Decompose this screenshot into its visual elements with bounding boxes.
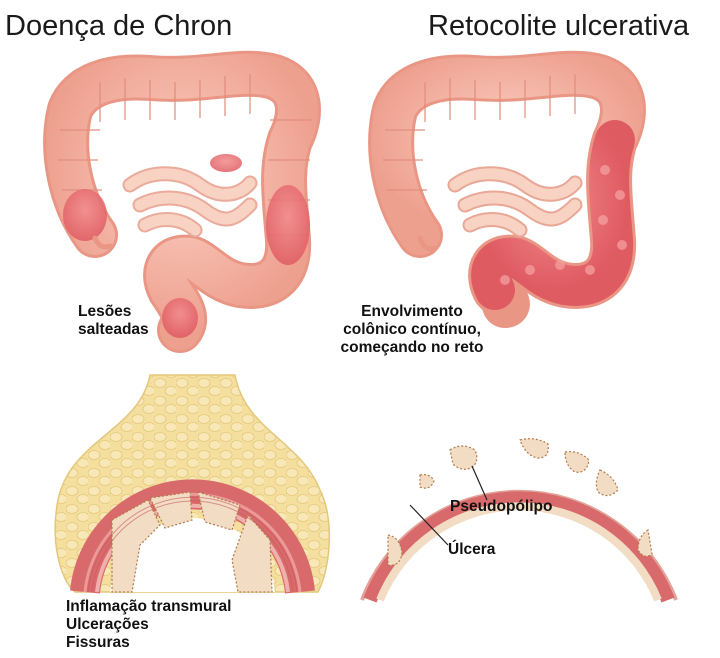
label-pseudopolyp: Pseudopólipo [450,498,552,516]
crohn-cross-section [55,375,329,592]
crohn-colon [58,74,312,338]
uc-colon [383,74,627,305]
label-line: Envolvimento [312,303,512,321]
label-line: colônico contínuo, [312,321,512,339]
uc-cross-section [362,439,676,600]
label-line: começando no reto [312,339,512,357]
label-transmural-inflammation: Inflamação transmural Ulcerações Fissura… [66,598,231,652]
label-line: Inflamação transmural [66,598,231,616]
label-line: Lesões [78,303,149,321]
label-ulcer: Úlcera [448,541,495,559]
label-line: salteadas [78,321,149,339]
label-line: Fissuras [66,634,231,652]
label-line: Ulcerações [66,616,231,634]
label-continuous-involvement: Envolvimento colônico contínuo, começand… [312,303,512,357]
label-skip-lesions: Lesões salteadas [78,303,149,339]
